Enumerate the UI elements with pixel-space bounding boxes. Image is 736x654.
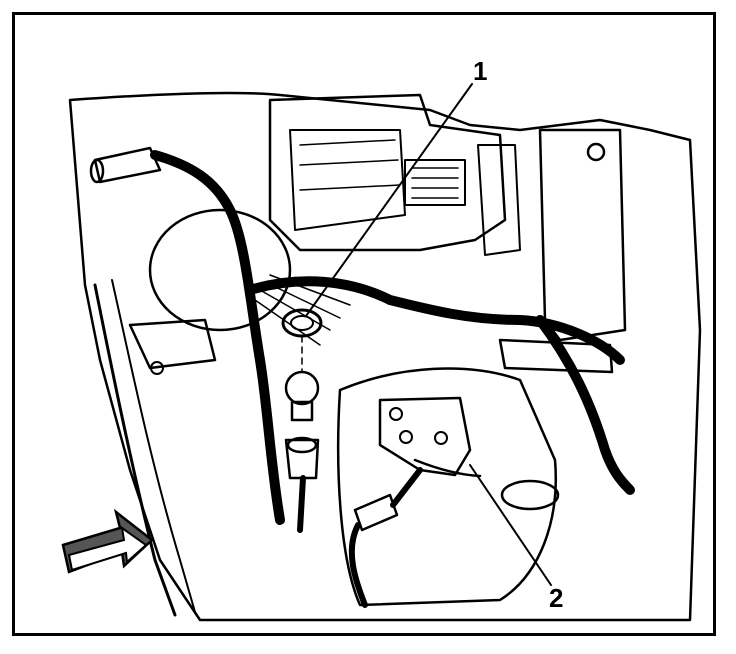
body-panel <box>68 91 702 622</box>
relay-box <box>477 144 521 256</box>
sensor-bolt-1 <box>389 407 403 421</box>
upper-housing-box <box>289 129 406 231</box>
wiring-harness-top-core <box>247 278 623 363</box>
bulb <box>284 370 320 406</box>
wiring-harness-right-core <box>537 317 633 493</box>
left-clip-bolt <box>150 361 164 375</box>
hose-end <box>89 158 105 184</box>
wiring-harness-right <box>535 315 635 495</box>
sensor-bolt-2 <box>399 430 413 444</box>
socket-lead <box>297 475 306 533</box>
grommet-hole <box>290 315 314 331</box>
fender-edge-inner <box>111 279 196 613</box>
socket-top <box>286 436 318 454</box>
connector-block <box>404 159 466 206</box>
right-hose <box>498 338 614 374</box>
view-direction-arrow-face <box>67 525 148 572</box>
callout-2-leader <box>469 464 552 586</box>
right-bracket <box>538 128 627 342</box>
sensor-housing <box>378 396 472 477</box>
canister <box>148 208 292 332</box>
left-clip <box>128 318 217 370</box>
sensor-connector <box>353 493 399 532</box>
callout-1-leader <box>305 83 473 317</box>
upper-housing-detail <box>299 139 401 191</box>
connector-block-ribs <box>411 167 459 199</box>
sensor-strap <box>413 458 482 478</box>
top-hose <box>93 146 162 184</box>
callout-1-label: 1 <box>473 56 488 86</box>
bulb-base <box>290 400 314 422</box>
sensor-bolt-3 <box>434 431 448 445</box>
upper-housing <box>268 93 507 252</box>
socket <box>284 438 320 480</box>
reservoir <box>336 367 557 607</box>
bracket-hole <box>586 142 606 162</box>
sensor-connector-wire <box>348 467 423 608</box>
reservoir-cap <box>500 479 560 511</box>
callout-2-label: 2 <box>549 583 564 613</box>
